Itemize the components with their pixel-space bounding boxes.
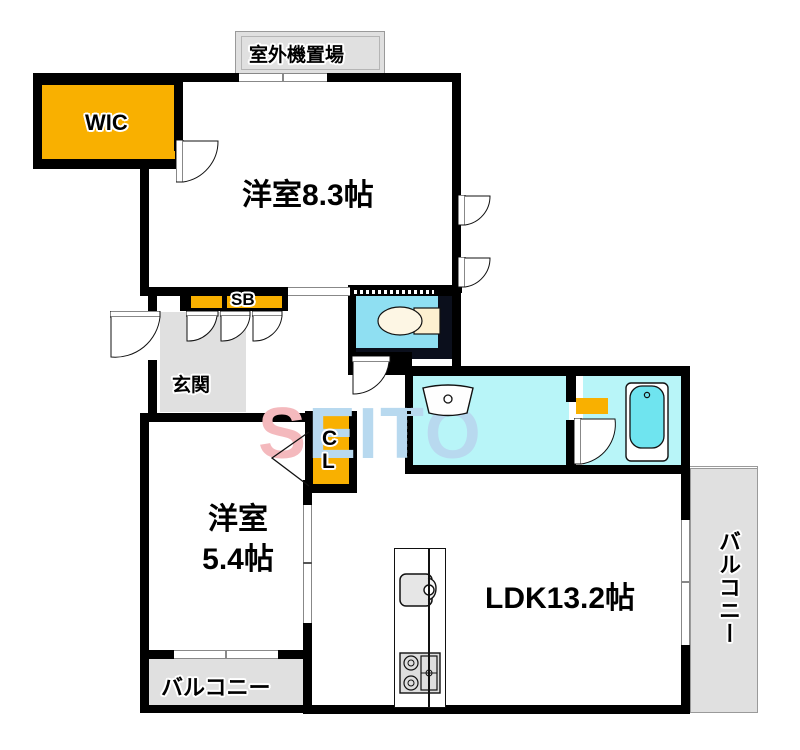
outdoor-unit-area-inner <box>241 36 380 70</box>
wall-corridor-left <box>140 160 149 295</box>
wall-hall-right <box>452 285 461 303</box>
door-hall-right[interactable] <box>252 311 284 345</box>
bath-divider-accent <box>576 398 608 414</box>
door-hall-left[interactable] <box>186 311 220 345</box>
wall-bath-divider-top <box>566 372 576 402</box>
toilet-fixture <box>376 300 446 342</box>
wic-fill <box>41 85 175 159</box>
wall-wic-bottom <box>33 160 183 169</box>
wic-label: WIC <box>85 110 128 135</box>
wall-entrance-left-lower <box>148 360 157 422</box>
sliding-door-washroom-bottom[interactable] <box>412 467 474 471</box>
door-bedroom-east-lower[interactable] <box>458 257 494 289</box>
window-mullion-south <box>225 650 227 659</box>
wall-balcony-south-left <box>140 650 149 713</box>
balcony-south-label: バルコニー <box>161 675 271 700</box>
wall-sub-ldk-divider-bottom <box>303 620 312 659</box>
balcony-east-border <box>690 466 758 713</box>
wall-wic-left <box>33 73 42 169</box>
shoebox-label: SB <box>231 290 255 309</box>
wall-entrance-left <box>148 287 157 322</box>
closet-label-l: L <box>322 450 335 473</box>
bedroom-main-floor <box>140 75 460 295</box>
wall-toilet-left <box>348 285 356 359</box>
window-mullion-east <box>681 581 690 583</box>
door-washroom-left[interactable] <box>407 375 411 461</box>
wall-toilet-right <box>452 285 461 375</box>
door-toilet[interactable] <box>352 356 392 398</box>
outdoor-unit-label: 室外機置場 <box>249 45 345 66</box>
sliding-door-bedroom-sub-top[interactable] <box>197 415 255 419</box>
wall-bedroom-sub-left <box>140 413 149 658</box>
door-wic[interactable] <box>176 140 222 184</box>
wall-corridor-bottom <box>140 287 190 296</box>
door-bedroom-east-upper[interactable] <box>458 195 494 227</box>
kitchen-sink-fixture <box>399 570 441 612</box>
kitchen-counter-divider <box>428 548 430 708</box>
sliding-door-mullion <box>303 562 312 564</box>
door-hall-mid[interactable] <box>220 311 252 345</box>
toilet-window-dots <box>354 290 434 294</box>
wall-balcony-south-right <box>303 650 312 713</box>
wall-wet-top <box>405 366 690 376</box>
closet-label-c: C <box>322 427 338 450</box>
bedroom-sub-floor <box>148 415 308 655</box>
bathtub-fixture <box>625 382 669 462</box>
balcony-east-label: バルコニー <box>716 530 741 645</box>
door-entrance[interactable] <box>110 311 162 363</box>
door-bathroom[interactable] <box>574 418 618 466</box>
wall-sub-ldk-divider-top <box>303 480 312 508</box>
wall-balcony-south-bottom <box>140 705 312 713</box>
door-closet-cl[interactable] <box>268 430 310 488</box>
window-bedroom-bottom <box>288 287 350 296</box>
bedroom-main-label: 洋室8.3帖 <box>242 179 374 212</box>
wall-ldk-bottom <box>303 705 690 714</box>
entrance-label: 玄関 <box>172 375 211 396</box>
wall-wet-right <box>681 366 690 474</box>
wall-wic-right <box>174 73 183 151</box>
sliding-door-sub-ldk[interactable] <box>303 505 312 623</box>
window-mullion-top <box>282 73 284 82</box>
washbasin-fixture <box>418 382 478 420</box>
closet-fill <box>313 413 349 484</box>
wall-wet-bottom <box>405 465 690 474</box>
wall-bath-divider-bottom <box>566 420 576 470</box>
wall-bedroom-right <box>452 73 461 295</box>
ldk-label: LDK13.2帖 <box>485 582 636 615</box>
gas-stove-fixture <box>399 652 443 694</box>
